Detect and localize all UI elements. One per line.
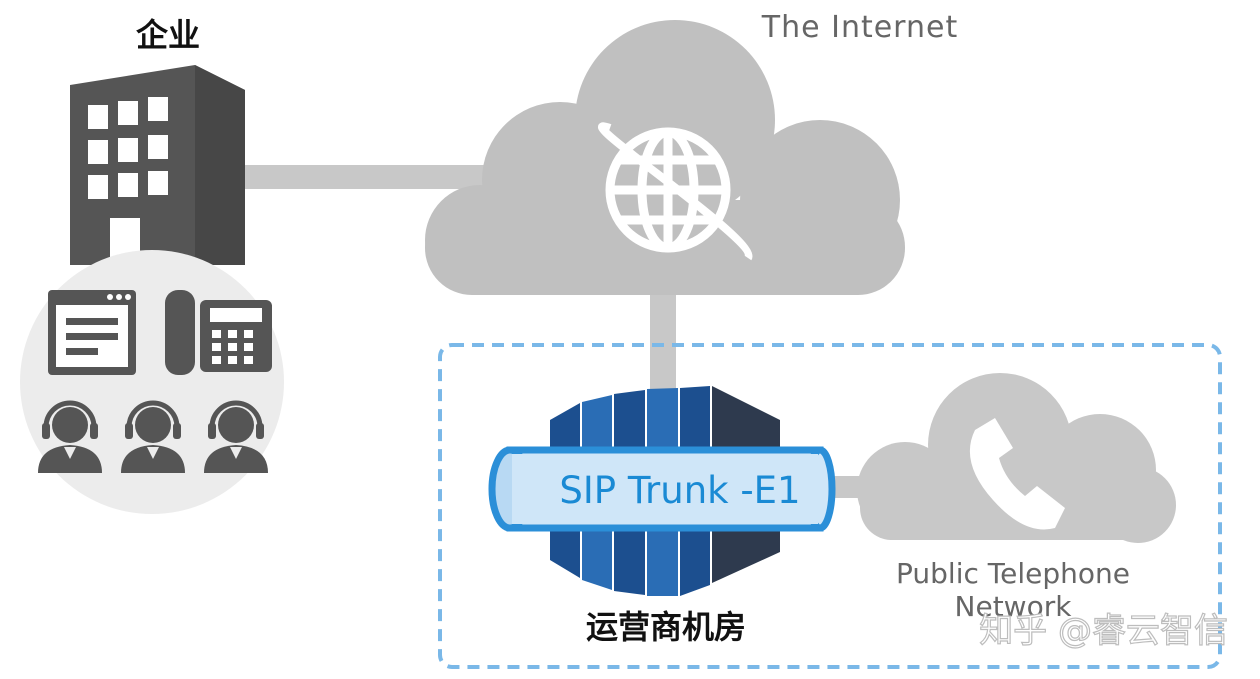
internet-label: The Internet	[761, 10, 958, 45]
link-internet-carrier	[650, 285, 676, 400]
headset-agent-icon	[38, 400, 102, 473]
enterprise-label: 企业	[136, 16, 200, 54]
headset-agent-icon	[204, 400, 268, 473]
link-enterprise-internet	[240, 165, 500, 189]
carrier-room-label: 运营商机房	[586, 608, 746, 646]
phone-handset-icon	[969, 418, 1065, 530]
pstn-label-line2: Network	[955, 590, 1073, 623]
watermark: 知乎 @睿云智信	[979, 611, 1228, 651]
enterprise-users-circle	[20, 250, 284, 514]
globe-icon	[597, 122, 753, 261]
pstn-cloud	[857, 373, 1176, 543]
office-building-icon	[70, 65, 245, 265]
headset-agent-icon	[121, 400, 185, 473]
sip-trunk-label: SIP Trunk -E1	[559, 469, 800, 512]
carrier-boundary	[438, 343, 1222, 669]
desk-phone-icon	[165, 290, 272, 375]
web-browser-icon	[48, 290, 136, 375]
pstn-label-line1: Public Telephone	[896, 557, 1130, 590]
sip-trunk-pipe	[488, 446, 836, 532]
